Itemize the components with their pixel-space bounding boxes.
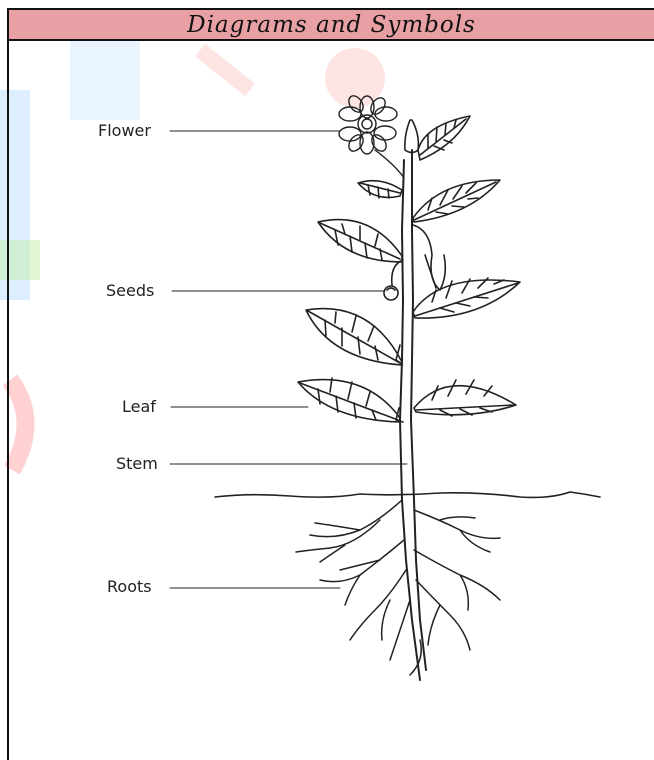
leaf-lower-left: [298, 378, 400, 422]
label-leaf: Leaf: [122, 397, 156, 416]
label-seeds: Seeds: [106, 281, 154, 300]
label-flower: Flower: [98, 121, 151, 140]
leaf-mid-left: [306, 309, 402, 365]
leaf-droop-right: [413, 225, 445, 290]
leaf-small-left: [358, 181, 402, 198]
label-stem: Stem: [116, 454, 158, 473]
leaf-top-right: [418, 116, 470, 160]
flower: [339, 93, 404, 178]
ground-line: [215, 492, 600, 497]
leaf-lower-right: [414, 380, 516, 416]
leaf-mid-right: [413, 278, 520, 318]
leaf-upper-right: [413, 180, 500, 222]
label-roots: Roots: [107, 577, 152, 596]
flower-bud: [405, 120, 419, 153]
seed-pod: [384, 260, 403, 300]
leaf-upper-left: [318, 220, 402, 262]
